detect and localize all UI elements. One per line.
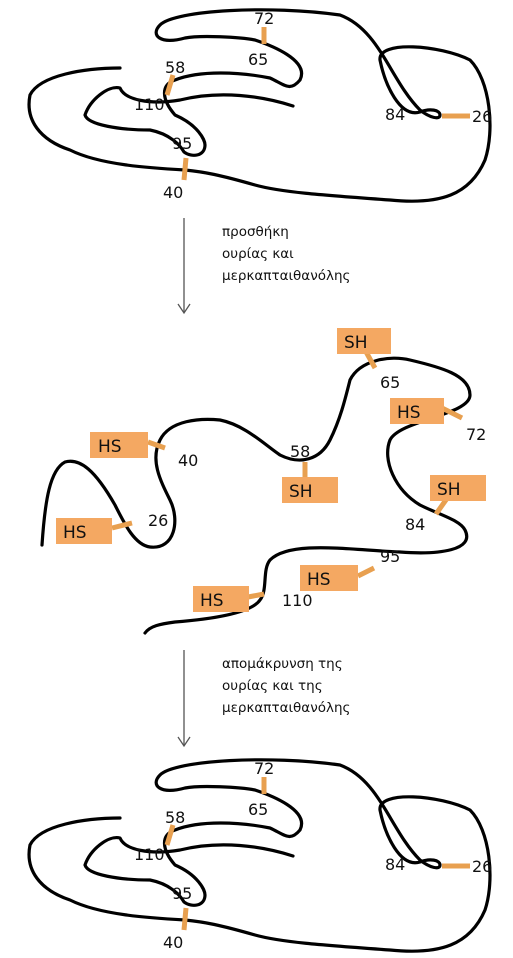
residue-40: 40 [163,933,183,952]
sulfhydryl-link-26 [111,520,133,531]
disulfide-bond-58-110 [164,824,176,846]
disulfide-bond-95-40 [181,907,189,931]
sulfhydryl-link-40 [147,439,166,451]
step-arrow-1 [177,218,191,315]
residue-84: 84 [385,855,405,874]
residue-58: 58 [165,58,185,77]
hs-group-72: HS [390,398,444,424]
native-protein-bottom: 72 65 58 110 84 26 95 40 [27,758,492,953]
sulfhydryl-link-110 [247,591,265,600]
residue-110: 110 [282,591,313,610]
residue-95: 95 [380,547,400,566]
polypeptide-chain [40,356,472,635]
sh-group-84: SH [430,475,486,501]
caption-line: ουρίας και [222,246,294,262]
disulfide-bond-95-40 [181,157,189,181]
residue-72: 72 [254,759,274,778]
caption-line: απομάκρυνση της [222,656,343,672]
hs-label: HS [63,523,87,543]
hs-label: HS [307,570,331,590]
polypeptide-chain [27,8,492,203]
step-arrow-2 [177,650,191,748]
step-2-caption: απομάκρυνση της ουρίας και της μερκαπται… [222,656,350,716]
residue-84: 84 [385,105,405,124]
sh-group-65: SH [337,328,391,354]
residue-40: 40 [163,183,183,202]
residue-110: 110 [134,95,165,114]
residue-58: 58 [290,442,310,461]
polypeptide-chain [27,758,492,953]
caption-line: μερκαπταιθανόλης [222,700,350,716]
step-1-caption: προσθήκη ουρίας και μερκαπταιθανόλης [222,224,350,284]
hs-group-40: HS [90,432,148,458]
hs-label: HS [200,591,224,611]
sh-label: SH [289,482,313,502]
sh-label: SH [437,480,461,500]
sh-group-58: SH [282,477,338,503]
hs-label: HS [98,437,122,457]
residue-58: 58 [165,808,185,827]
caption-line: προσθήκη [222,224,289,240]
residue-95: 95 [172,884,192,903]
residue-95: 95 [172,134,192,153]
residue-84: 84 [405,515,425,534]
hs-group-95: HS [300,565,358,591]
residue-65: 65 [380,373,400,392]
residue-26: 26 [472,107,492,126]
residue-26: 26 [148,511,168,530]
residue-110: 110 [134,845,165,864]
residue-65: 65 [248,50,268,69]
native-protein-top: 72 65 58 110 84 26 95 40 [27,8,492,203]
residue-72: 72 [254,9,274,28]
caption-line: μερκαπταιθανόλης [222,268,350,284]
denatured-protein: SH HS HS SH SH HS HS HS [40,328,486,635]
hs-label: HS [397,403,421,423]
disulfide-bond-58-110 [164,74,176,96]
hs-group-26: HS [56,518,112,544]
residue-40: 40 [178,451,198,470]
residue-72: 72 [466,425,486,444]
residue-65: 65 [248,800,268,819]
hs-group-110: HS [193,586,249,612]
sh-label: SH [344,333,368,353]
residue-26: 26 [472,857,492,876]
caption-line: ουρίας και της [222,678,323,694]
sulfhydryl-link-95 [356,565,376,579]
